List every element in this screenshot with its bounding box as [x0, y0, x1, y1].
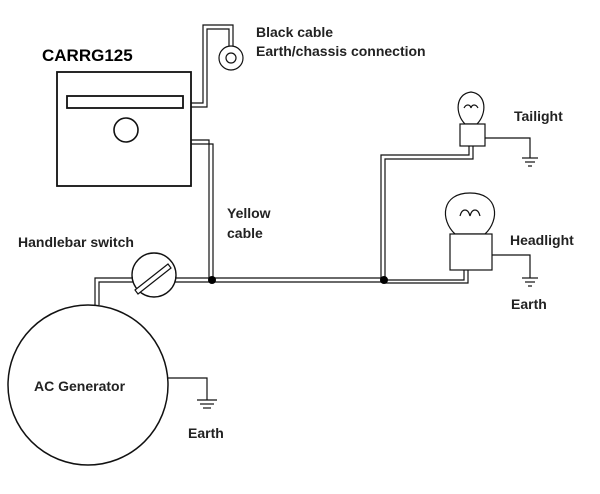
ac-generator-body: [7, 304, 169, 466]
tailight-base: [459, 123, 486, 147]
yellow-cable-wire: [191, 139, 210, 278]
regulator-module-knob: [113, 117, 139, 143]
yellow-cable-wire-inner: [191, 143, 214, 278]
black-cable-wire: [191, 24, 234, 104]
tailight-earth-wire: [485, 137, 531, 158]
lights-junction-dot: [380, 276, 388, 284]
headlight-earth-label: Earth: [511, 296, 547, 312]
generator-earth-wire: [168, 377, 208, 400]
headlight-feed-wire-inner: [385, 270, 469, 284]
module-name-label: CARRG125: [42, 46, 133, 65]
tailight-filament: [463, 104, 479, 109]
headlight-earth-wire: [492, 254, 531, 278]
switch-to-generator-wire: [94, 277, 133, 305]
tailight-glass: [457, 91, 485, 125]
headlight-label: Headlight: [510, 232, 574, 248]
tailight-feed-wire: [380, 146, 470, 282]
handlebar-switch-lever: [134, 263, 172, 295]
yellow-cable-label-line1: Yellow: [227, 205, 271, 221]
tailight-label: Tailight: [514, 108, 563, 124]
tailight-feed-wire-inner: [384, 146, 474, 282]
regulator-module-body: [56, 71, 192, 187]
chassis-ring-terminal-hole: [225, 52, 237, 64]
headlight-feed-wire: [385, 270, 465, 281]
headlight-base: [449, 233, 493, 271]
generator-earth-label: Earth: [188, 425, 224, 441]
black-cable-label-line1: Black cable: [256, 24, 334, 40]
ac-generator-label: AC Generator: [34, 378, 126, 394]
yellow-cable-label-line2: cable: [227, 225, 263, 241]
headlight-glass: [444, 192, 496, 235]
black-cable-wire-inner: [191, 28, 230, 108]
headlight-filament: [459, 209, 481, 217]
handlebar-switch-label: Handlebar switch: [18, 234, 134, 250]
yellow-junction-dot: [208, 276, 216, 284]
regulator-module-slot: [66, 95, 184, 109]
chassis-ring-terminal: [218, 45, 244, 71]
handlebar-switch-body: [131, 252, 177, 298]
switch-to-generator-wire-inner: [98, 281, 133, 305]
black-cable-label-line2: Earth/chassis connection: [256, 43, 426, 59]
